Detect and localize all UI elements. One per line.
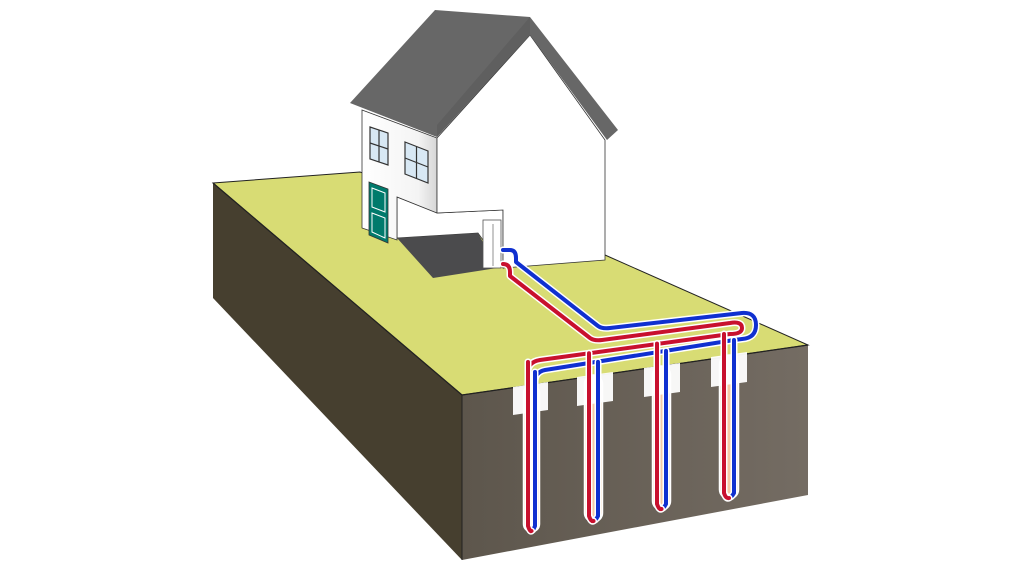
- window-right: [404, 141, 429, 184]
- borehole-cap: [711, 352, 747, 387]
- hot-pipe-main: [501, 262, 744, 374]
- borehole-loop-supply: [722, 332, 731, 501]
- garage-floor: [397, 233, 497, 278]
- house-side-wall: [436, 34, 606, 269]
- front-door: [368, 181, 389, 244]
- house: [350, 10, 618, 278]
- borehole-cap: [644, 363, 680, 397]
- ground-left-face: [213, 183, 462, 560]
- borehole-loop-supply: [655, 341, 664, 512]
- borehole-loop-supply: [587, 351, 596, 524]
- ground-loop-pipes: [499, 246, 760, 535]
- roof-fascia: [437, 17, 530, 137]
- heat-pump-unit: [482, 219, 502, 269]
- window-left: [369, 126, 389, 166]
- borehole-loop-supply: [526, 360, 534, 534]
- cold-pipe-main: [501, 248, 758, 384]
